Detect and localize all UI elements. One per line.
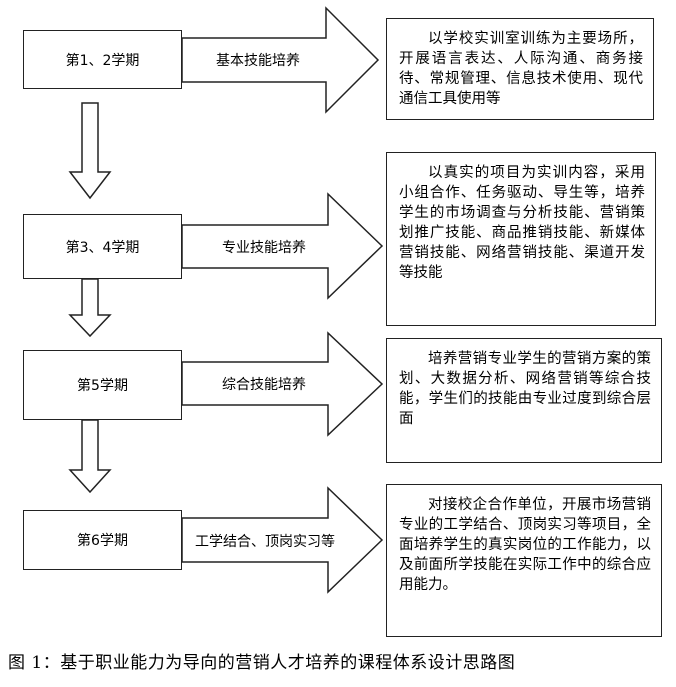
description-box-1: 以学校实训室训练为主要场所，开展语言表达、人际沟通、商务接待、常规管理、信息技术… [386, 18, 654, 120]
semester-label: 第6学期 [77, 533, 128, 549]
semester-box-1: 第1、2学期 [23, 30, 182, 89]
semester-label: 第3、4学期 [65, 239, 140, 256]
stage-label: 综合技能培养 [222, 377, 306, 393]
stage-label: 基本技能培养 [216, 53, 300, 69]
description-text: 以真实的项目为实训内容，采用小组合作、任务驱动、导生等，培养学生的市场调查与分析… [399, 165, 645, 281]
description-box-3: 培养营销专业学生的营销方案的策划、大数据分析、网络营销等综合技能，学生们的技能由… [386, 338, 662, 463]
semester-box-4: 第6学期 [23, 510, 182, 570]
description-box-4: 对接校企合作单位，开展市场营销专业的工学结合、顶岗实习等项目，全面培养学生的真实… [386, 484, 662, 637]
semester-label: 第5学期 [77, 378, 128, 394]
semester-box-2: 第3、4学期 [23, 214, 182, 279]
figure-caption: 图 1：基于职业能力为导向的营销人才培养的课程体系设计思路图 [8, 653, 516, 673]
semester-box-3: 第5学期 [23, 350, 182, 420]
description-text: 对接校企合作单位，开展市场营销专业的工学结合、顶岗实习等项目，全面培养学生的真实… [399, 497, 651, 593]
description-text: 培养营销专业学生的营销方案的策划、大数据分析、网络营销等综合技能，学生们的技能由… [399, 351, 651, 427]
down-arrow-1 [68, 102, 112, 200]
stage-label: 工学结合、顶岗实习等 [195, 534, 335, 550]
stage-arrow-3 [181, 331, 384, 437]
stage-arrow-2 [181, 192, 384, 300]
stage-label: 专业技能培养 [222, 240, 306, 256]
stage-arrow-1 [181, 6, 380, 114]
semester-label: 第1、2学期 [65, 52, 140, 69]
down-arrow-2 [68, 278, 112, 338]
stage-arrow-4 [181, 486, 384, 594]
down-arrow-3 [68, 419, 112, 494]
description-box-2: 以真实的项目为实训内容，采用小组合作、任务驱动、导生等，培养学生的市场调查与分析… [386, 152, 656, 326]
description-text: 以学校实训室训练为主要场所，开展语言表达、人际沟通、商务接待、常规管理、信息技术… [399, 31, 643, 107]
